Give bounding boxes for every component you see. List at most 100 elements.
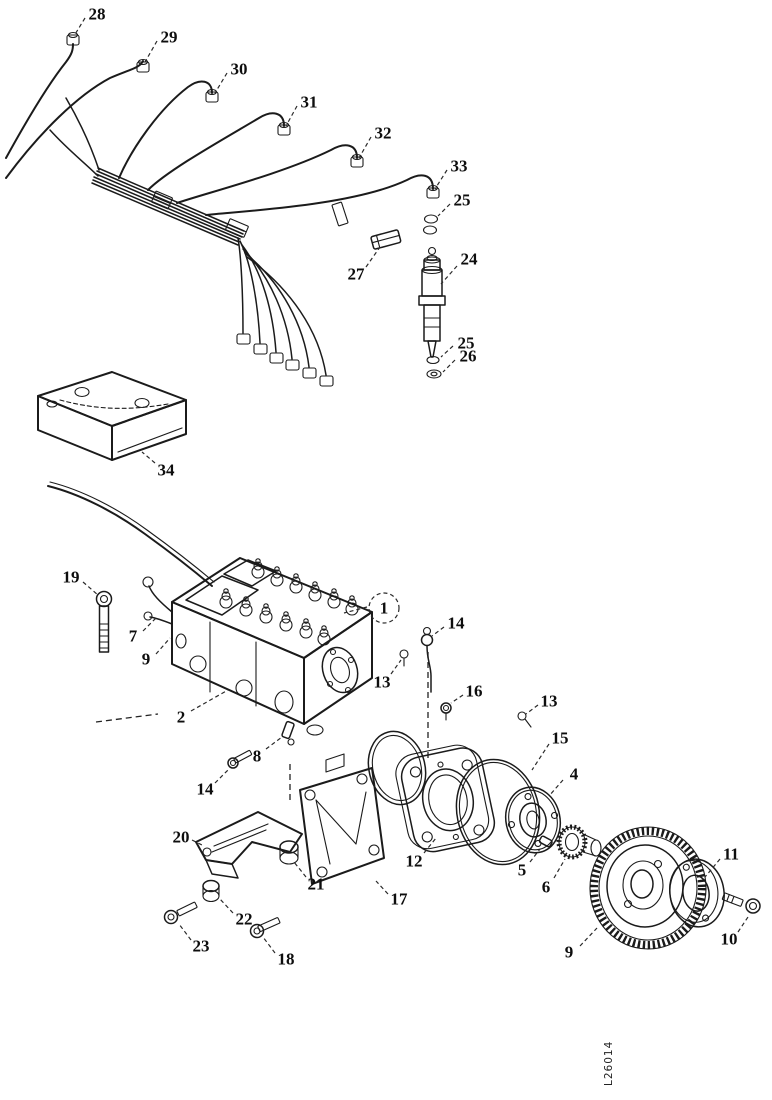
alignment-dash (95, 713, 159, 723)
callout-leader (214, 72, 228, 94)
bolt-23 (163, 901, 198, 925)
callout-label: 1 (380, 599, 389, 618)
callout-5: 5 (518, 848, 541, 880)
line-clamp (331, 201, 349, 227)
support-plate-17 (299, 753, 385, 885)
callout-14b: 14 (197, 768, 230, 799)
pipe-nut-33 (426, 184, 440, 199)
callout-label: 5 (518, 861, 527, 880)
callout-9b: 9 (565, 927, 598, 962)
fitting-14-upper (420, 626, 434, 693)
callout-label: 4 (570, 765, 579, 784)
callout-label: 9 (142, 650, 151, 669)
callout-label: 8 (253, 747, 262, 766)
callout-layer: 2829303132332527242526341979211314161315… (63, 5, 749, 969)
callout-25a: 25 (437, 191, 471, 217)
callout-leader (178, 923, 192, 941)
control-lever-7 (142, 576, 173, 613)
hub-4 (504, 786, 562, 854)
drive-gear-9 (589, 826, 707, 950)
callout-label: 6 (542, 878, 551, 897)
callout-label: 11 (723, 845, 739, 864)
seal-26 (426, 369, 442, 379)
callout-14a: 14 (431, 614, 466, 637)
callout-29: 29 (144, 28, 178, 63)
callout-16: 16 (450, 682, 483, 704)
callout-leader (375, 880, 389, 895)
callout-18: 18 (262, 936, 295, 969)
drawing-number: L26014 (603, 1041, 615, 1086)
cover-box-34 (37, 371, 187, 461)
callout-leader (365, 246, 381, 268)
callout-27: 27 (348, 246, 381, 284)
callout-label: 18 (278, 950, 295, 969)
throttle-rod (47, 481, 215, 587)
callout-12: 12 (406, 837, 437, 871)
bushing-21 (279, 840, 299, 865)
callout-1: 1 (343, 592, 400, 624)
callout-13a: 13 (374, 659, 402, 692)
callout-label: 13 (541, 692, 558, 711)
callout-20: 20 (173, 828, 205, 847)
callout-label: 34 (158, 461, 176, 480)
bolt-10 (721, 892, 761, 914)
callout-leader (262, 936, 276, 954)
callout-leader (737, 916, 749, 933)
injector-24 (418, 246, 446, 379)
callout-leader (450, 694, 464, 704)
bolt-14-lower (227, 749, 253, 769)
callout-leader (190, 689, 229, 712)
callout-leader (73, 17, 86, 37)
bolt-13-left (399, 649, 409, 667)
clamp-27 (370, 229, 402, 250)
retainer-plate-11 (669, 858, 725, 928)
callout-label: 14 (448, 614, 466, 633)
callout-leader (144, 40, 158, 63)
callout-7: 7 (129, 616, 158, 646)
callout-leader (579, 927, 598, 947)
pipe-nut-30 (205, 88, 219, 103)
callout-leader (141, 451, 156, 464)
callout-19: 19 (63, 568, 99, 596)
callout-label: 26 (460, 347, 477, 366)
callout-leader (82, 581, 99, 596)
callout-leader (142, 616, 158, 632)
flange-12 (395, 744, 496, 853)
callout-13b: 13 (525, 692, 558, 715)
pump-body (142, 557, 373, 736)
callout-leader (343, 606, 368, 614)
control-lever-9 (143, 611, 173, 625)
callout-25b: 25 (440, 334, 475, 358)
line-clamp (225, 218, 249, 238)
callout-34: 34 (141, 451, 176, 480)
callout-label: 9 (565, 943, 574, 962)
washers-25-upper (422, 214, 439, 235)
callout-leader (431, 626, 445, 637)
callout-label: 30 (231, 60, 248, 79)
callout-label: 16 (466, 682, 483, 701)
callout-label: 22 (236, 910, 253, 929)
callout-label: 32 (375, 124, 392, 143)
callout-17: 17 (375, 880, 409, 909)
stud-8 (281, 720, 295, 746)
callout-24: 24 (440, 250, 478, 285)
callout-31: 31 (285, 93, 318, 127)
callout-10: 10 (721, 916, 749, 949)
callout-label: 2 (177, 708, 186, 727)
pipe-nut-29 (136, 58, 150, 73)
callout-22: 22 (218, 897, 253, 929)
coupling-6 (556, 824, 602, 860)
callout-leader (191, 839, 205, 847)
callout-leader (218, 897, 234, 914)
line-clamp (151, 190, 173, 210)
callout-label: 28 (89, 5, 106, 24)
callout-label: 17 (391, 890, 409, 909)
callout-circle (368, 592, 400, 624)
pipe-nut-28 (66, 31, 80, 46)
callout-15: 15 (531, 729, 569, 771)
callout-4: 4 (548, 765, 579, 797)
callout-leader (440, 345, 454, 358)
callout-leader (525, 704, 539, 715)
callout-28: 28 (73, 5, 106, 37)
